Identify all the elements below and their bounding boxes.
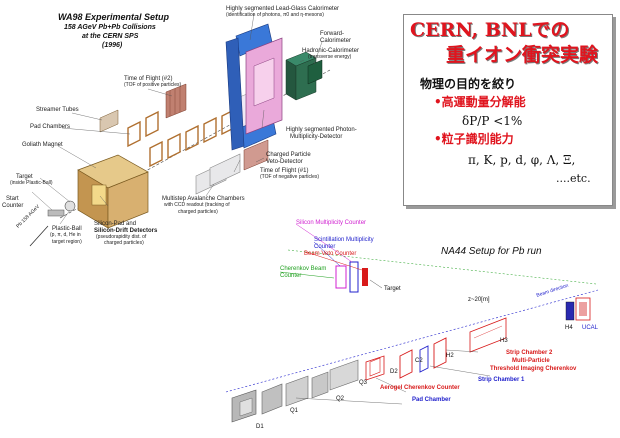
title-line-1: CERN, BNLでの [410, 19, 570, 41]
label-multistep: Multistep Avalanche Chambers [162, 196, 245, 202]
resolution-text: δP/P <1% [462, 114, 523, 128]
h4-ucal [565, 297, 591, 321]
multistep-chambers [195, 153, 241, 195]
label-tof1: Time of Flight (#1) [260, 168, 309, 174]
label-c2: C2 [415, 358, 423, 364]
goliath-magnet [77, 154, 149, 229]
label-q1: Q1 [290, 408, 299, 414]
label-d2: D2 [390, 369, 398, 375]
particles-text: π, K, p, d, φ, Λ, Ξ, [468, 153, 576, 167]
strip-chambers [399, 337, 447, 379]
label-silicon-mult: Silicon Multiplicity Counter [296, 220, 367, 226]
label-forward-cal: Forward- [320, 31, 345, 37]
purpose-text: 物理の目的を絞り [420, 77, 517, 91]
wa98-subtitle-1: 158 AGeV Pb+Pb Collisions [64, 24, 156, 31]
bullet-pid: •粒子識別能力 [434, 132, 514, 146]
label-na44-target: Target [384, 286, 401, 292]
label-d1: D1 [256, 424, 264, 430]
tof2-panel [165, 83, 187, 119]
label-tof1-sub: (TOF of negative particles) [260, 174, 320, 180]
threshold-cherenkov [469, 317, 507, 353]
label-target: Target [16, 174, 33, 180]
label-silicon-pad: Silicon-Pad and [94, 221, 137, 227]
wa98-subtitle-2: at the CERN SPS [82, 33, 139, 40]
label-start: Start [6, 196, 19, 202]
tof1-panel [243, 139, 269, 171]
label-photon-mult-2: Multiplicity-Detector [290, 134, 343, 140]
label-plastic-ball: Plastic-Ball [52, 226, 82, 232]
label-multi-particle: Multi-Particle [512, 358, 550, 364]
label-pad-chamber: Pad Chamber [412, 397, 451, 403]
na44-beam-line [225, 289, 599, 393]
label-hadronic-cal-sub: (transverse energy) [308, 54, 352, 60]
label-plastic-ball-2: (p, π, d, He in [50, 232, 81, 238]
label-charged-veto: Charged Particle [266, 152, 311, 158]
label-threshold-cherenkov: Threshold Imaging Cherenkov [490, 366, 577, 372]
streamer-tubes [99, 109, 119, 133]
label-hadronic-cal: Hadronic-Calorimeter [302, 48, 360, 54]
label-plastic-ball-3: target region) [52, 239, 82, 245]
label-q2: Q2 [336, 396, 345, 402]
na44-magnets [231, 355, 385, 423]
title-box: CERN, BNLでの 重イオン衝突実験 物理の目的を絞り •高運動量分解能 δ… [403, 14, 613, 206]
label-beam-veto: Beam Veto Counter [304, 251, 357, 257]
label-streamer: Streamer Tubes [36, 107, 79, 113]
label-cherenkov-beam-2: Counter [280, 273, 302, 279]
label-forward-cal-2: Calorimeter [320, 38, 352, 44]
label-h2: H2 [446, 353, 454, 359]
label-z-distance: z~20[m] [468, 297, 490, 303]
label-h4: H4 [565, 325, 573, 331]
label-photon-mult: Highly segmented Photon- [286, 127, 357, 133]
label-start-2: Counter [2, 203, 24, 209]
label-strip1: Strip Chamber 1 [478, 377, 525, 383]
label-multistep-2: with CCD readout (tracking of [164, 202, 230, 208]
start-counter [47, 209, 65, 217]
bullet-momentum: •高運動量分解能 [434, 95, 526, 109]
label-strip2: Strip Chamber 2 [506, 350, 553, 356]
label-h3: H3 [500, 338, 508, 344]
label-cherenkov-beam: Cherenkov Beam [280, 266, 327, 272]
wa98-year: (1996) [102, 42, 123, 49]
wa98-beam-arrow [29, 225, 49, 247]
label-tof2-sub: (TOF of positive particles) [124, 82, 182, 88]
label-target-sub: (inside Plastic-Ball) [10, 180, 53, 186]
label-goliath: Goliath Magnet [22, 142, 63, 148]
label-tof2: Time of Flight (#2) [124, 76, 173, 82]
wa98-title: WA98 Experimental Setup [58, 12, 170, 22]
label-aerogel: Aerogel Cherenkov Counter [380, 385, 460, 391]
na44-target-assembly [279, 223, 383, 293]
label-lead-glass: Highly segmented Lead-Glass Calorimeter [226, 6, 340, 12]
photon-multiplicity-detector [245, 37, 283, 135]
label-silicon-drift: Silicon-Drift Detectors [94, 228, 158, 234]
title-line-2: 重イオン衝突実験 [446, 44, 599, 66]
label-scint-mult: Scintillation Multiplicity [314, 237, 374, 243]
label-charged-veto-2: Veto-Detector [266, 159, 303, 165]
etc-text: ....etc. [556, 172, 591, 185]
label-pad-chambers: Pad Chambers [30, 124, 71, 130]
label-lead-glass-sub: (identification of photons, π0 and η-mes… [226, 12, 324, 18]
plastic-ball [64, 200, 76, 212]
label-silicon-sub: (pseudorapidity dist. of [96, 234, 147, 240]
label-multistep-3: charged particles) [178, 209, 218, 215]
label-q3: Q3 [359, 380, 368, 386]
label-silicon-sub-2: charged particles) [104, 240, 144, 246]
forward-calorimeter [307, 59, 323, 85]
label-ucal: UCAL [582, 325, 599, 331]
na44-title: NA44 Setup for Pb run [441, 246, 542, 257]
label-scint-mult-2: Counter [314, 244, 336, 250]
